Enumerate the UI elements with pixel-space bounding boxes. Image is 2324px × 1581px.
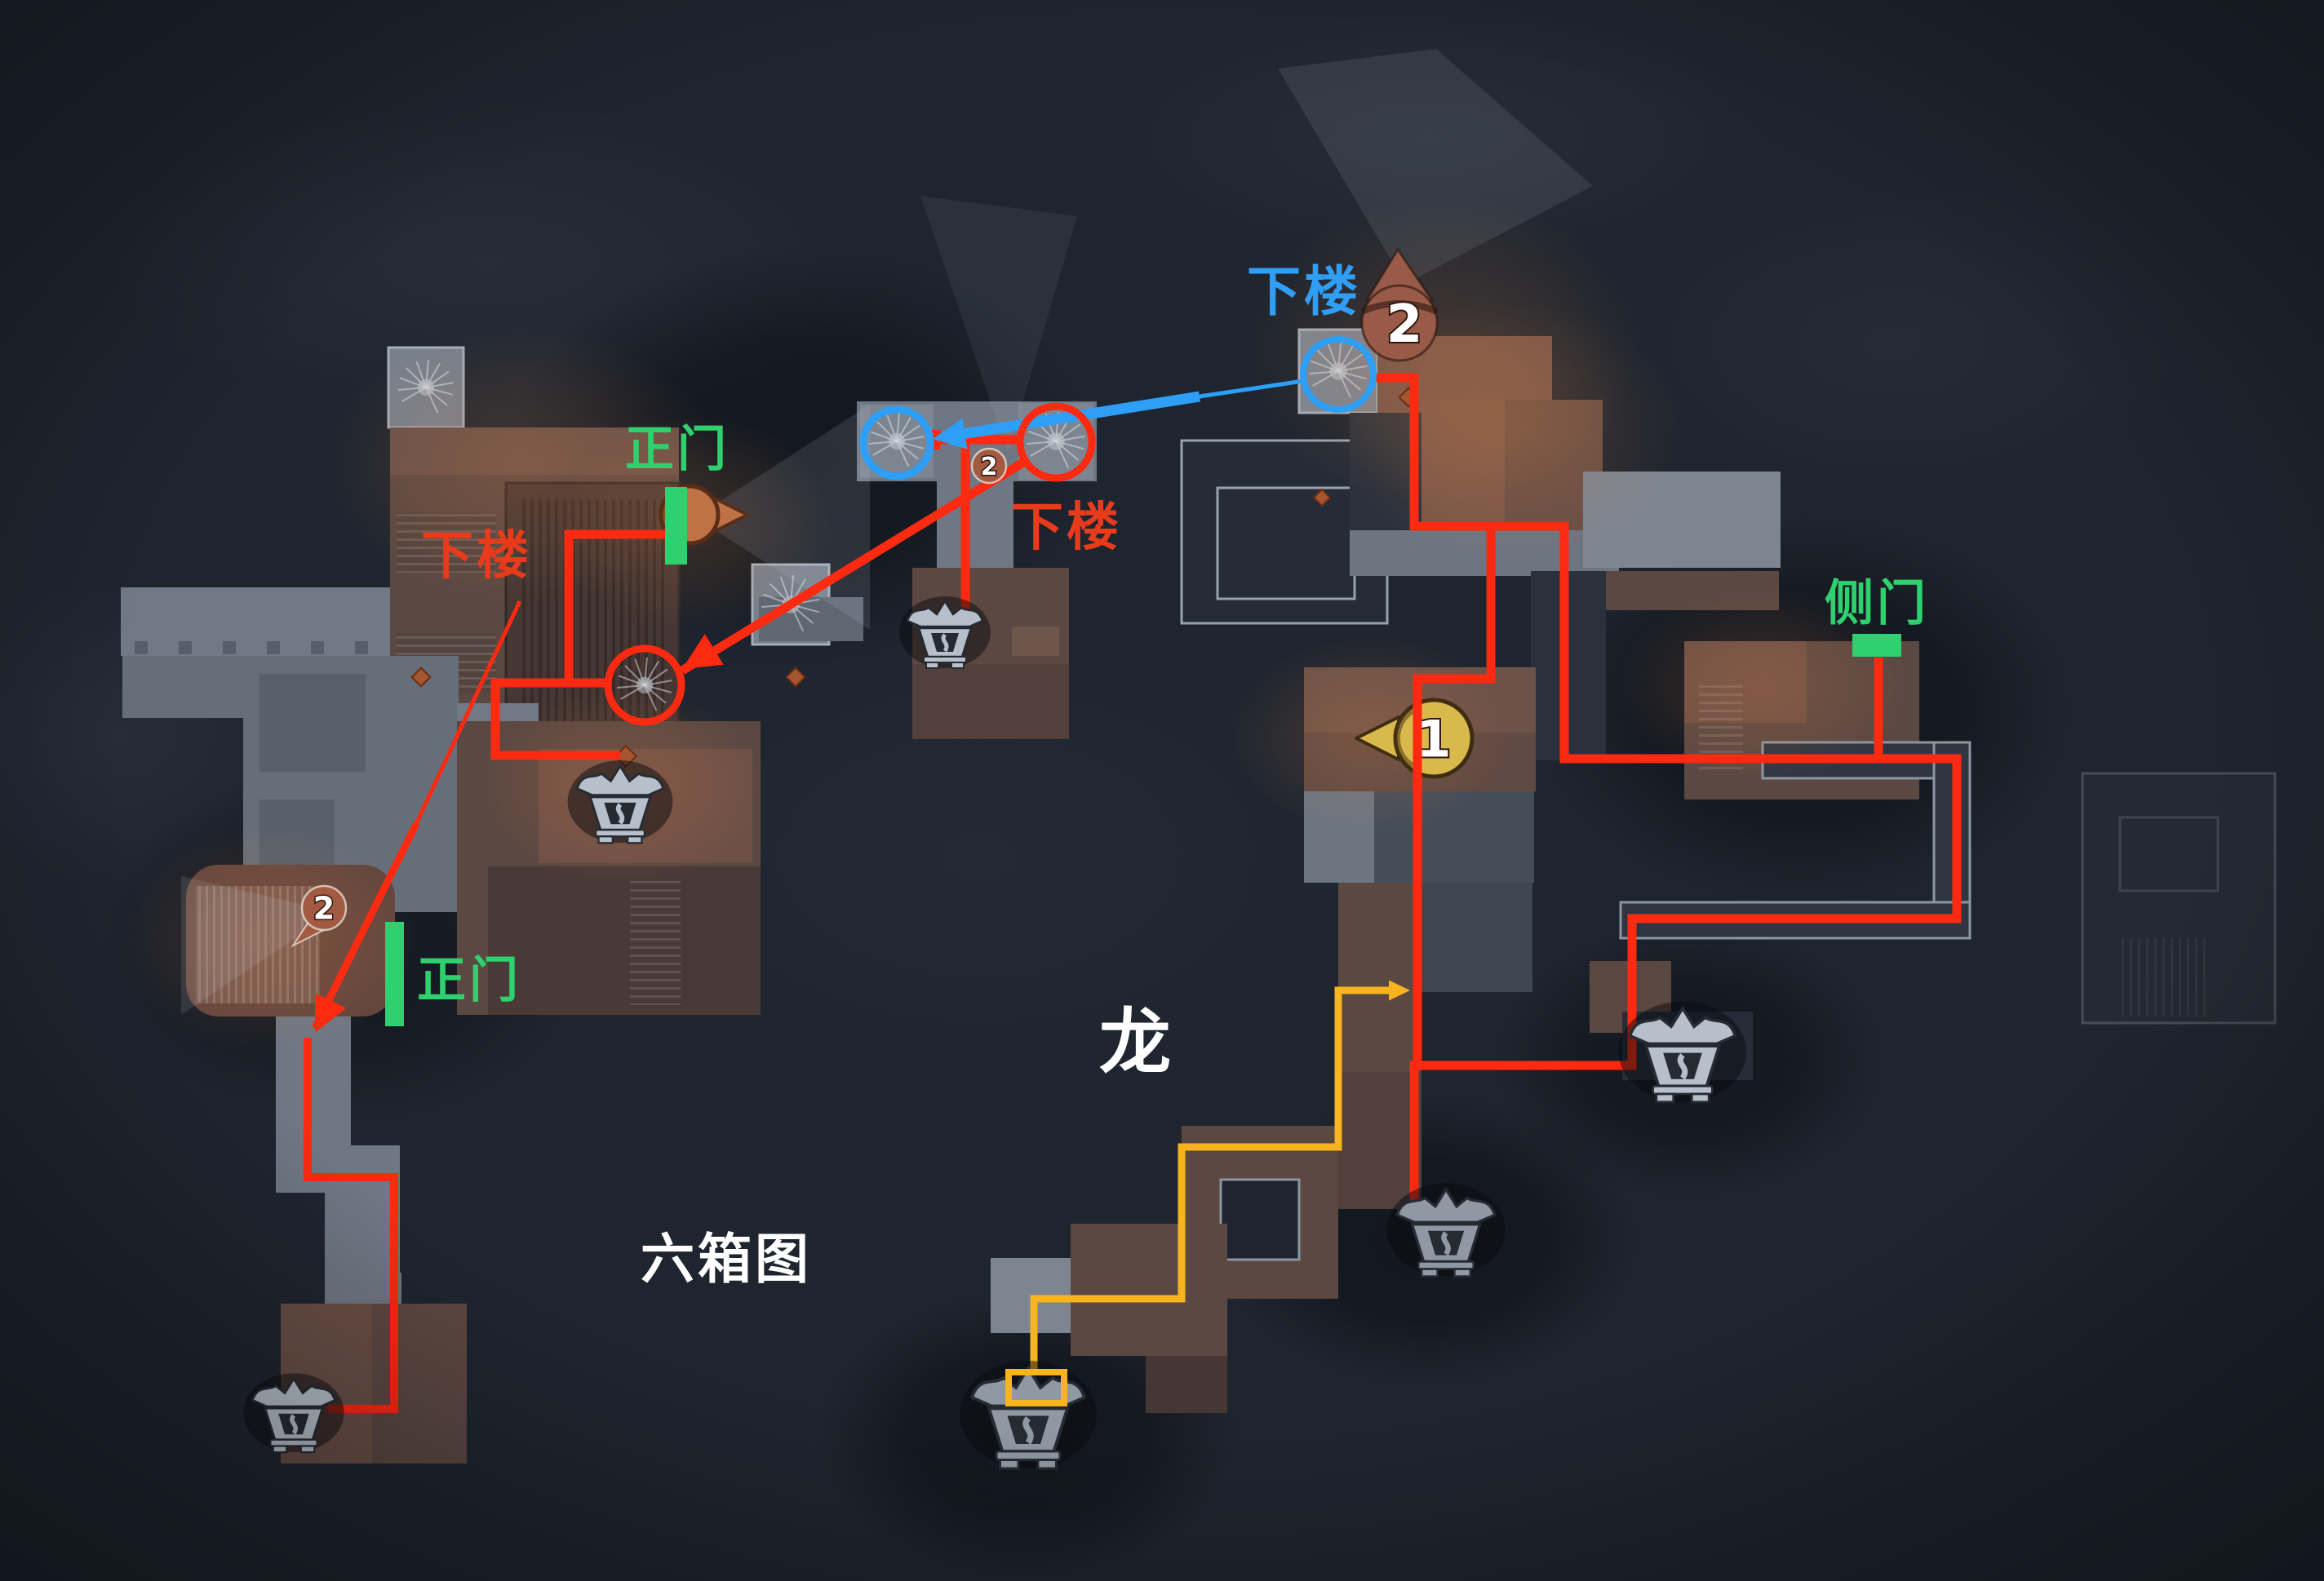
game-map-screenshot: 1 222 下楼下楼下楼正门正门侧门龙六箱图 [0,0,2324,1581]
vignette-overlay [0,0,2324,1581]
map-canvas: 1 222 下楼下楼下楼正门正门侧门龙六箱图 [0,0,2324,1581]
